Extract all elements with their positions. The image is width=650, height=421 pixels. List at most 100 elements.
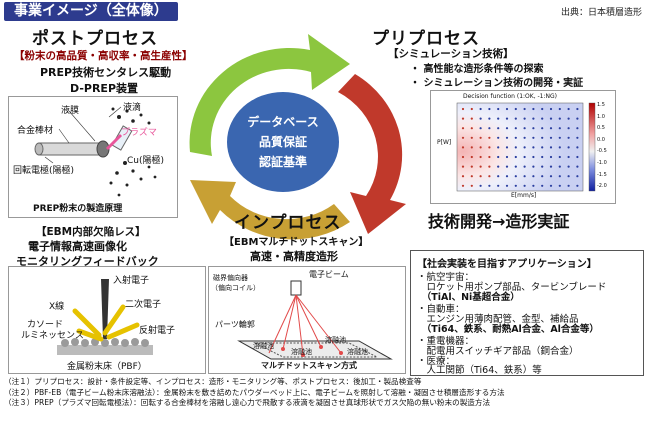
decision-chart-box: Decision function (1:OK, -1:NG) P[W] E[m… <box>430 90 616 204</box>
label-electron-beam: 電子ビーム <box>309 270 349 279</box>
chart-point <box>514 107 517 111</box>
chart-point <box>541 175 544 178</box>
chart-point <box>479 117 482 120</box>
decision-chart <box>456 102 596 192</box>
chart-point <box>576 146 579 149</box>
chart-point <box>567 107 570 111</box>
note-1: （注１）プリプロセス：設計・条件設定等、インプロセス：造形・モニタリング等、ポス… <box>4 377 422 386</box>
chart-point <box>549 155 553 159</box>
post-process-subtitle: 【粉末の高品質・高収率・高生産性】 <box>14 50 193 62</box>
chart-point <box>541 136 544 139</box>
chart-point <box>532 165 535 168</box>
chart-point <box>470 117 473 120</box>
pre-process-bullet2: ・ シミュレーション技術の開発・実証 <box>410 78 584 89</box>
chart-point <box>558 155 561 159</box>
label-parts-outline: パーツ輪郭 <box>215 320 255 329</box>
chart-point <box>497 165 500 168</box>
label-cu-anode: Cu(陽極) <box>127 156 165 166</box>
chart-point <box>488 165 491 168</box>
chart-point <box>532 155 535 159</box>
chart-point <box>549 146 553 149</box>
center-text: データベース 品質保証 認証基準 <box>233 112 333 172</box>
chart-point <box>470 165 473 168</box>
chart-point <box>558 146 561 149</box>
chart-point <box>541 127 544 130</box>
chart-point <box>541 146 544 149</box>
chart-point <box>567 184 570 187</box>
applications-box: 【社会実装を目指すアプリケーション】 ・航空宇宙： ロケット用ポンプ部品、タービ… <box>410 250 644 376</box>
chart-point <box>514 117 517 120</box>
chart-point <box>523 165 526 168</box>
chart-point <box>479 127 482 130</box>
chart-point <box>576 107 579 111</box>
label-liquid-film: 液膜 <box>61 106 80 116</box>
application-line: （Ti64、鉄系、耐熱Al合金、Al合金等） <box>417 324 599 335</box>
chart-point <box>532 175 535 178</box>
chart-point <box>541 155 544 159</box>
application-line: ・医療： <box>417 356 456 367</box>
label-cathode: カソード <box>27 320 64 330</box>
chart-point <box>479 175 482 178</box>
colorbar-tick: 0.0 <box>597 136 605 143</box>
center-circle <box>227 92 339 192</box>
chart-point <box>505 146 509 149</box>
chart-point <box>488 136 491 139</box>
colorbar-tick: -1.5 <box>597 171 607 178</box>
chart-point <box>505 127 509 130</box>
chart-point <box>479 155 482 159</box>
chart-point <box>514 146 517 149</box>
chart-point <box>497 127 500 130</box>
chart-point <box>541 117 544 120</box>
chart-point <box>461 146 465 149</box>
post-process-line1: PREP技術センタレス駆動 <box>40 66 172 79</box>
colorbar-tick: 0.5 <box>597 125 605 132</box>
chart-point <box>541 184 544 187</box>
application-line: エンジン用薄肉配管、金型、補給品 <box>417 314 579 325</box>
pre-process-title: プリプロセス <box>372 29 480 49</box>
chart-point <box>514 184 517 187</box>
chart-point <box>505 136 509 139</box>
chart-point <box>461 117 465 120</box>
page-title: 事業イメージ（全体像） <box>4 2 178 21</box>
chart-point <box>558 175 561 178</box>
label-powder-bed: 金属粉末床（PBF） <box>67 362 147 372</box>
chart-ylabel: P[W] <box>437 139 452 146</box>
label-deflector-coil: （偏向コイル） <box>211 284 260 292</box>
label-luminescence: ルミネッセンス <box>21 331 84 341</box>
chart-point <box>567 155 570 159</box>
prep-diagram <box>34 106 157 197</box>
chart-point <box>488 107 491 111</box>
chart-point <box>470 155 473 159</box>
chart-point <box>567 146 570 149</box>
chart-point <box>505 175 509 178</box>
label-melt-pool-2: 溶融池 <box>325 336 346 344</box>
label-reflected-electron: 反射電子 <box>139 326 176 336</box>
label-deflector: 磁界偏向器 <box>213 274 248 282</box>
prep-diagram-box: 液膜 液滴 合金棒材 プラズマ Cu(陽極) 回転電極(陽極) PREP粉末の製… <box>8 96 178 218</box>
chart-point <box>567 136 570 139</box>
chart-point <box>567 175 570 178</box>
chart-point <box>479 107 482 111</box>
notes: （注１）プリプロセス：設計・条件設定等、インプロセス：造形・モニタリング等、ポス… <box>4 377 646 409</box>
chart-point <box>470 107 473 111</box>
chart-point <box>514 175 517 178</box>
chart-title: Decision function (1:OK, -1:NG) <box>463 93 558 100</box>
chart-point <box>549 184 553 187</box>
chart-point <box>523 175 526 178</box>
chart-point <box>488 184 491 187</box>
chart-point <box>523 155 526 159</box>
chart-point <box>549 175 553 178</box>
chart-point <box>541 107 544 111</box>
chart-point <box>567 165 570 168</box>
chart-point <box>470 175 473 178</box>
chart-point <box>567 127 570 130</box>
chart-point <box>549 107 553 111</box>
chart-point <box>497 136 500 139</box>
label-plasma: プラズマ <box>121 128 157 138</box>
chart-point <box>523 146 526 149</box>
applications-heading: 【社会実装を目指すアプリケーション】 <box>417 259 597 270</box>
label-melt-pool-1: 溶融池 <box>253 342 274 350</box>
post-process-line2: D-PREP装置 <box>70 82 139 95</box>
scan-diagram-box: 磁界偏向器 （偏向コイル） 電子ビーム パーツ輪郭 溶融池 溶融池 溶融池 溶融… <box>208 266 406 374</box>
label-xray: X線 <box>49 302 65 312</box>
